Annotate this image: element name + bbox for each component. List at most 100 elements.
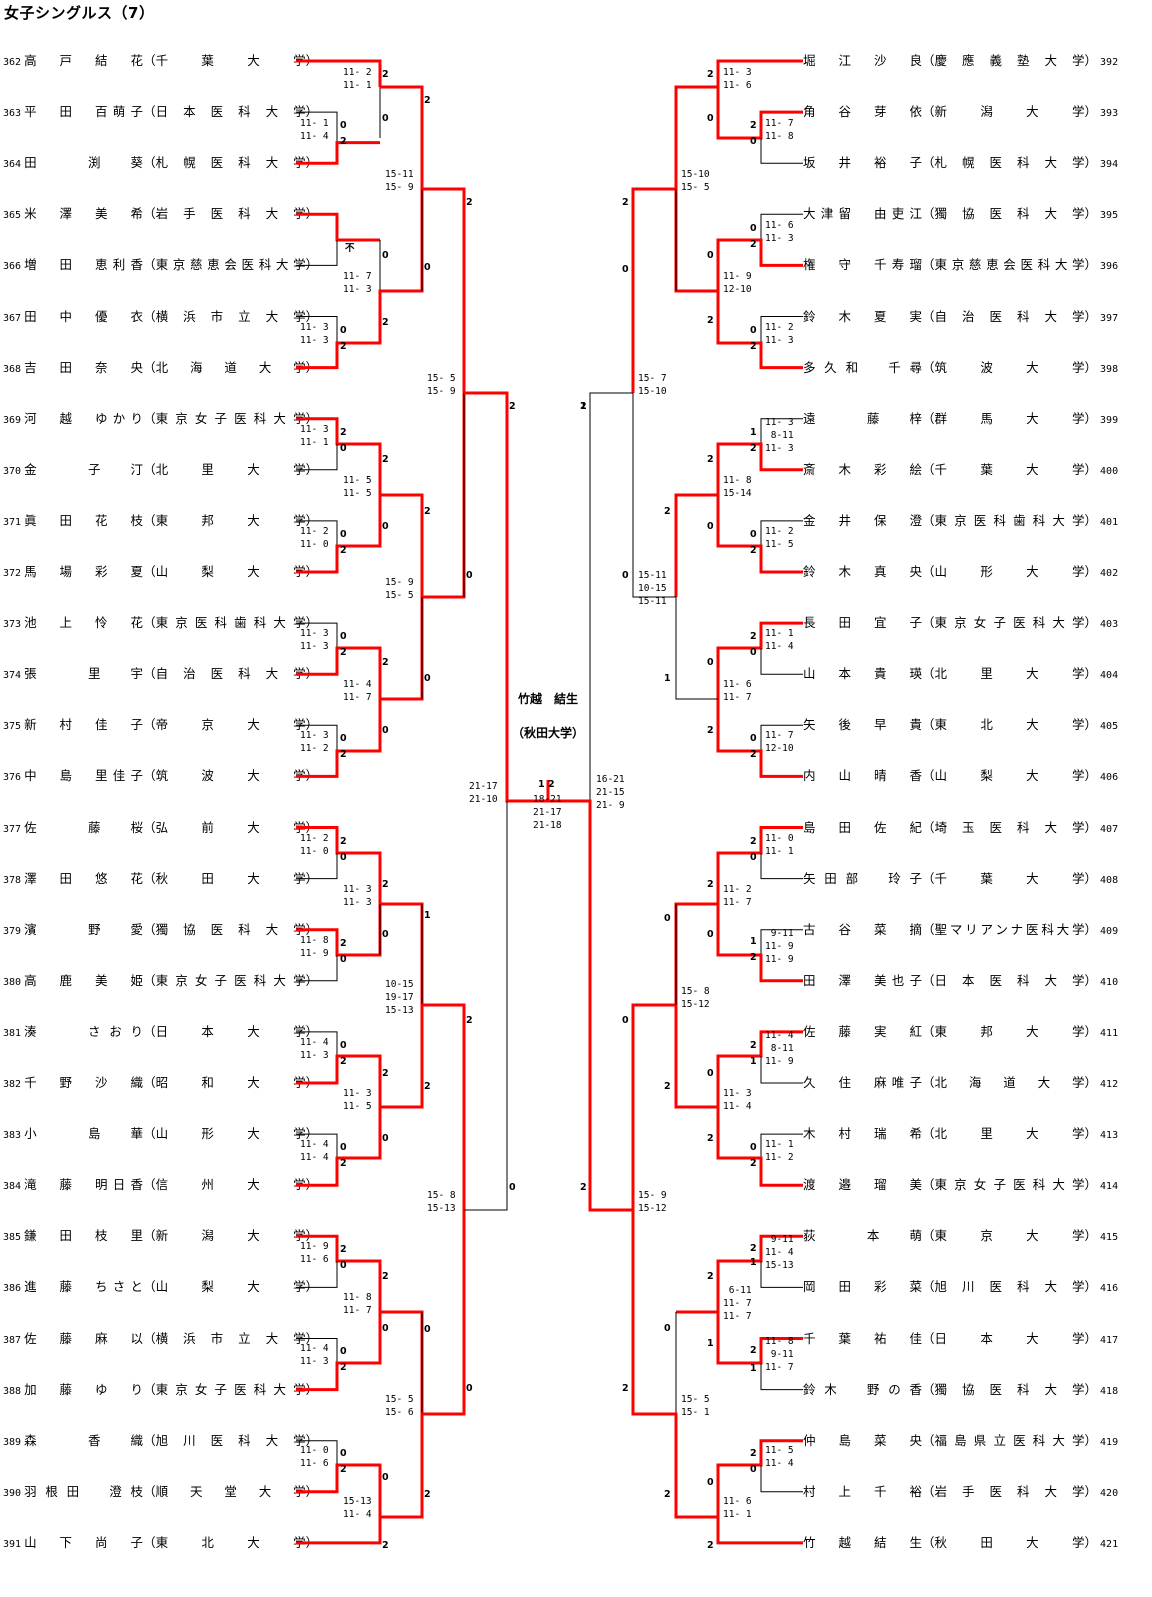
games-won: 2 <box>382 317 389 328</box>
paren-open: （ <box>143 512 156 528</box>
games-won: 0 <box>750 1464 757 1475</box>
game-score: 11- 1 <box>723 1509 752 1520</box>
bracket-line <box>760 1133 803 1158</box>
winner-path <box>380 85 424 189</box>
player-entry: 坂 井 裕 子（札幌医科大学）394 <box>803 155 1118 171</box>
paren-open: （ <box>143 257 156 273</box>
games-won: 2 <box>707 69 714 80</box>
game-score: 11- 3 <box>765 417 794 428</box>
player-school: 新潟大学 <box>934 104 1085 120</box>
champion-school: （秋田大学） <box>511 726 584 740</box>
games-won: 0 <box>622 264 629 275</box>
games-won: 0 <box>340 1142 347 1153</box>
game-score: 11- 2 <box>343 67 372 78</box>
paren-open: （ <box>922 717 935 733</box>
paren-open: （ <box>143 921 156 937</box>
player-name: 増 田 恵利香 <box>24 257 144 273</box>
games-won: 0 <box>340 443 347 454</box>
player-name: 濱 野 愛 <box>24 921 144 937</box>
paren-close: ） <box>305 1023 319 1039</box>
paren-close: ） <box>305 257 319 273</box>
player-number: 363 <box>3 108 22 120</box>
player-school: 東京慈恵会医科大学 <box>155 257 306 273</box>
game-score: 11- 4 <box>765 641 794 652</box>
player-name: 古 谷 菜 摘 <box>803 921 922 937</box>
player-entry: 堀 江 沙 良（慶應義塾大学）392 <box>803 53 1118 69</box>
winner-path <box>716 495 803 574</box>
player-number: 393 <box>1100 108 1119 120</box>
game-score: 11- 2 <box>765 1152 794 1163</box>
paren-open: （ <box>143 615 156 631</box>
game-score: 8-11 <box>765 430 794 441</box>
player-name: 馬 場 彩 夏 <box>24 564 144 579</box>
game-score: 15-11 <box>638 570 667 581</box>
paren-open: （ <box>922 1228 935 1244</box>
paren-close: ） <box>1084 206 1098 222</box>
games-won: 2 <box>466 197 473 208</box>
player-number: 402 <box>1100 568 1119 579</box>
game-score: 11- 2 <box>300 743 329 754</box>
games-won: 2 <box>340 1056 347 1067</box>
games-won: 2 <box>750 749 757 760</box>
games-won: 0 <box>382 521 389 532</box>
bracket-line <box>760 929 803 955</box>
player-name: 渡 邉 瑠 美 <box>803 1177 922 1193</box>
games-won: 0 <box>750 529 757 540</box>
player-name: 田 渕 葵 <box>24 155 144 171</box>
game-score: 11- 4 <box>300 1152 329 1163</box>
games-won: 2 <box>622 1383 629 1394</box>
bracket-line <box>296 444 338 471</box>
player-name: 千 野 沙 織 <box>24 1075 144 1090</box>
paren-close: ） <box>1084 461 1098 477</box>
paren-open: （ <box>143 1279 156 1295</box>
paren-close: ） <box>1084 1279 1098 1295</box>
game-score: 15-10 <box>638 386 667 397</box>
games-won: 0 <box>382 1472 389 1483</box>
game-score: 11- 6 <box>765 220 794 231</box>
player-entry: 島 田 佐 紀（埼玉医科大学）407 <box>803 820 1118 836</box>
player-entry: 仲 島 菜 央（福島県立医科大学）419 <box>803 1433 1118 1449</box>
player-number: 378 <box>3 874 22 886</box>
bracket-line <box>296 1133 338 1158</box>
paren-open: （ <box>922 1023 935 1039</box>
player-name: 竹 越 結 生 <box>803 1534 922 1550</box>
player-name: 吉 田 奈 央 <box>24 359 144 375</box>
player-name: 中 島 里佳子 <box>24 768 144 784</box>
game-score: 11- 6 <box>723 1496 752 1507</box>
games-won: 1 <box>538 779 545 790</box>
player-number: 372 <box>3 568 22 579</box>
game-score: 11- 4 <box>343 1509 372 1520</box>
player-name: 佐 藤 麻 以 <box>24 1330 144 1346</box>
player-number: 412 <box>1100 1079 1119 1090</box>
games-won: 2 <box>382 1068 389 1079</box>
game-score: 11- 8 <box>765 1336 794 1347</box>
game-score: 11- 7 <box>343 1305 372 1316</box>
winner-path <box>548 799 803 1545</box>
player-number: 401 <box>1100 516 1119 528</box>
paren-open: （ <box>922 1177 935 1193</box>
paren-open: （ <box>922 1126 935 1142</box>
bracket-line <box>632 393 718 700</box>
player-name: 澤 田 悠 花 <box>24 870 144 886</box>
paren-close: ） <box>1084 155 1098 171</box>
games-won: 0 <box>340 529 347 540</box>
player-entry: 大津留 由吏江（獨協医科大学）395 <box>803 206 1118 222</box>
games-won: 2 <box>340 1464 347 1475</box>
game-score: 21-15 <box>596 787 625 798</box>
player-name: 小 島 華 <box>24 1126 144 1142</box>
paren-close: ） <box>1084 104 1098 120</box>
player-name: 遠 藤 梓 <box>803 410 922 426</box>
games-won: 1 <box>750 936 757 947</box>
